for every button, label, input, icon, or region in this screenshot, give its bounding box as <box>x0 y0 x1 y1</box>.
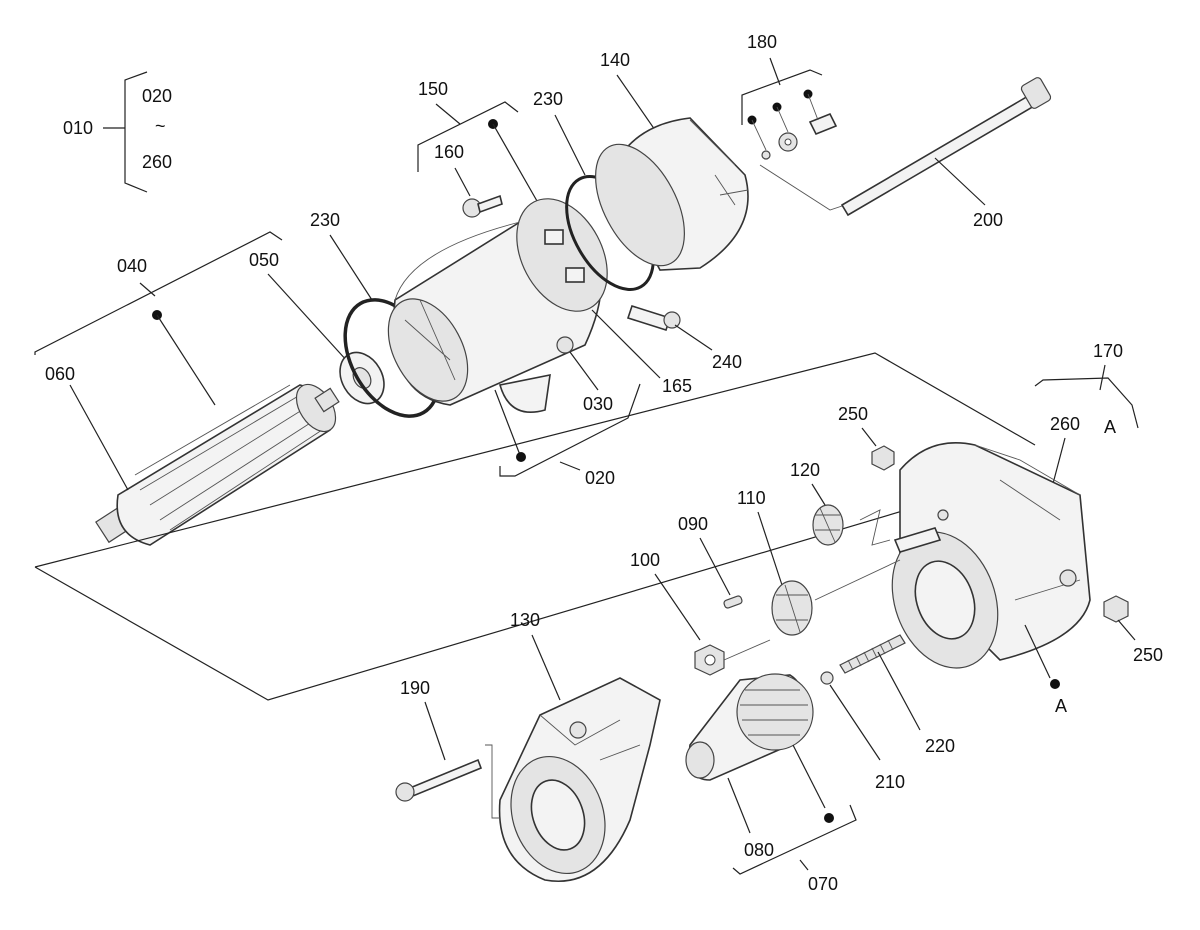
spring-220: 220 <box>839 634 955 756</box>
label-030: 030 <box>583 394 613 414</box>
label-165: 165 <box>662 376 692 396</box>
marker-dot-A <box>1050 679 1060 689</box>
label-240: 240 <box>712 352 742 372</box>
label-060: 060 <box>45 364 75 384</box>
armature-060-shape <box>95 383 340 546</box>
yoke-group-020: 150 020 <box>387 79 641 488</box>
nut-250-right: 250 <box>1103 595 1163 665</box>
label-260-range-end: 260 <box>142 152 172 172</box>
bearing-050: 050 <box>249 250 385 405</box>
label-190: 190 <box>400 678 430 698</box>
label-090: 090 <box>678 514 708 534</box>
label-200: 200 <box>973 210 1003 230</box>
label-070: 070 <box>808 874 838 894</box>
front-housing-130: 130 <box>498 610 661 882</box>
marker-dot-070 <box>824 813 834 823</box>
label-120: 120 <box>790 460 820 480</box>
bolt-190: 190 <box>395 678 500 819</box>
through-bolt-200: 200 <box>840 77 1052 230</box>
label-150: 150 <box>418 79 448 99</box>
housing-group-170: 170 A 260 A <box>891 341 1139 716</box>
label-020-range-start: 020 <box>142 86 172 106</box>
label-260: 260 <box>1050 414 1080 434</box>
label-range-tilde: ~ <box>155 116 166 136</box>
pin-090: 090 <box>678 514 743 609</box>
label-010: 010 <box>63 118 93 138</box>
gear-120: 120 <box>790 460 942 553</box>
label-250-right: 250 <box>1133 645 1163 665</box>
ball-210: 210 <box>820 671 905 792</box>
gear-110: 110 <box>737 488 901 636</box>
label-080: 080 <box>744 840 774 860</box>
label-A-bottom: A <box>1055 696 1067 716</box>
label-250-top: 250 <box>838 404 868 424</box>
label-210: 210 <box>875 772 905 792</box>
label-170: 170 <box>1093 341 1123 361</box>
label-050: 050 <box>249 250 279 270</box>
label-180: 180 <box>747 32 777 52</box>
rear-cover-140: 140 <box>595 50 749 271</box>
label-100: 100 <box>630 550 660 570</box>
label-A-top: A <box>1104 417 1116 437</box>
retainer-100: 100 <box>630 550 771 676</box>
marker-dot-020 <box>516 452 526 462</box>
pinion-clutch-group-070: 080 070 <box>685 673 857 894</box>
label-110: 110 <box>737 488 766 508</box>
nut-250-top: 250 <box>838 404 895 471</box>
label-160: 160 <box>434 142 464 162</box>
label-140: 140 <box>600 50 630 70</box>
o-ring-230-left: 230 <box>310 210 441 418</box>
range-bracket-010: 010 020 ~ 260 <box>63 71 172 193</box>
lower-group-bracket <box>34 352 1036 701</box>
leader-030 <box>569 351 599 391</box>
leader-165 <box>591 309 661 379</box>
label-130: 130 <box>510 610 540 630</box>
label-040: 040 <box>117 256 147 276</box>
label-020-group: 020 <box>585 468 615 488</box>
label-220: 220 <box>925 736 955 756</box>
screw-160: 160 <box>434 142 503 218</box>
fastener-set-180: 180 <box>741 32 846 211</box>
label-230-left: 230 <box>310 210 340 230</box>
bolt-240: 240 <box>626 305 742 372</box>
armature-group-040: 040 060 <box>34 231 340 546</box>
label-230-right: 230 <box>533 89 563 109</box>
